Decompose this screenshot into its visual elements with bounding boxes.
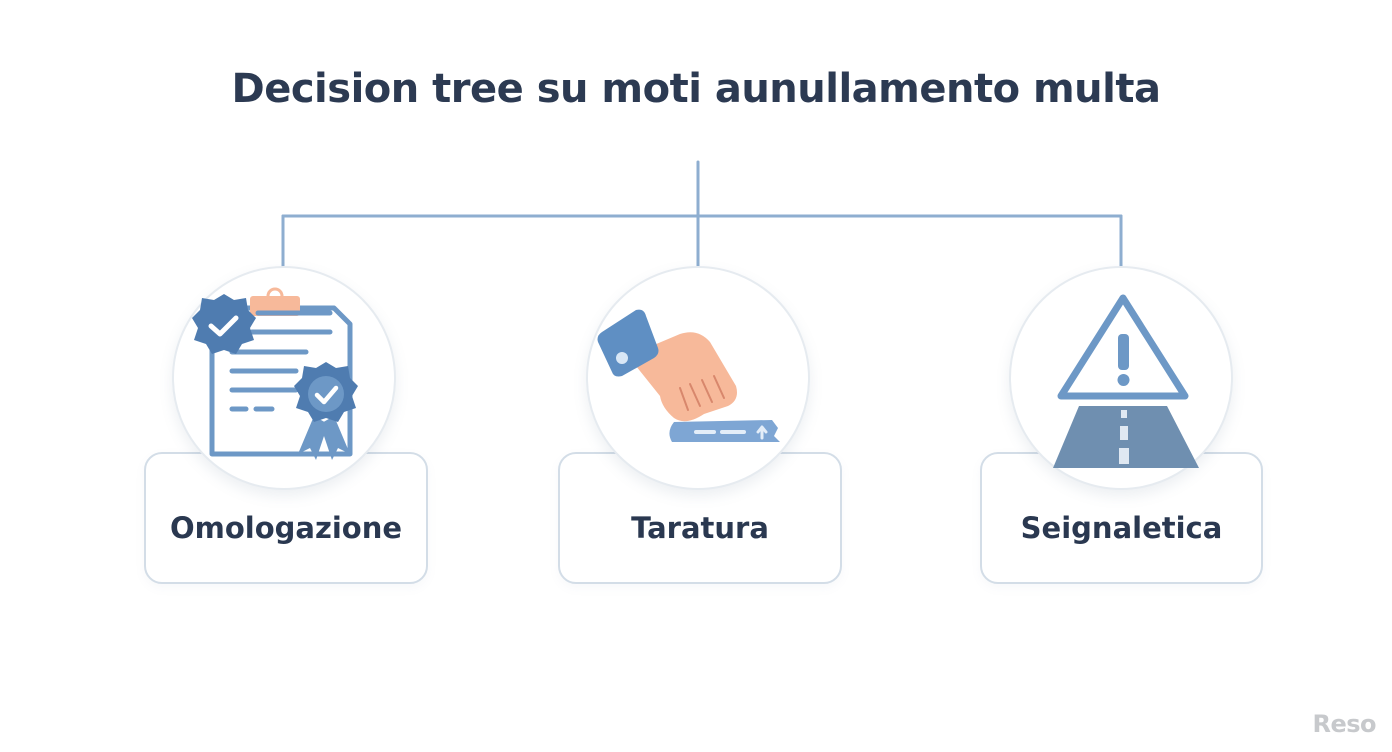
node-circle-omologazione — [172, 266, 396, 490]
node-circle-taratura — [586, 266, 810, 490]
hand-calibration-icon — [597, 309, 780, 442]
certified-document-icon — [192, 287, 358, 460]
node-label-taratura: Taratura — [631, 511, 769, 545]
warning-road-sign-icon — [1053, 294, 1199, 468]
node-circle-seignaletica — [1009, 266, 1233, 490]
node-label-omologazione: Omologazione — [169, 511, 403, 545]
diagram-title: Decision tree su moti aunullamento multa — [231, 66, 1161, 112]
node-label-seignaletica: Seignaletica — [1020, 511, 1223, 545]
watermark-logo: Reso — [1312, 710, 1376, 738]
